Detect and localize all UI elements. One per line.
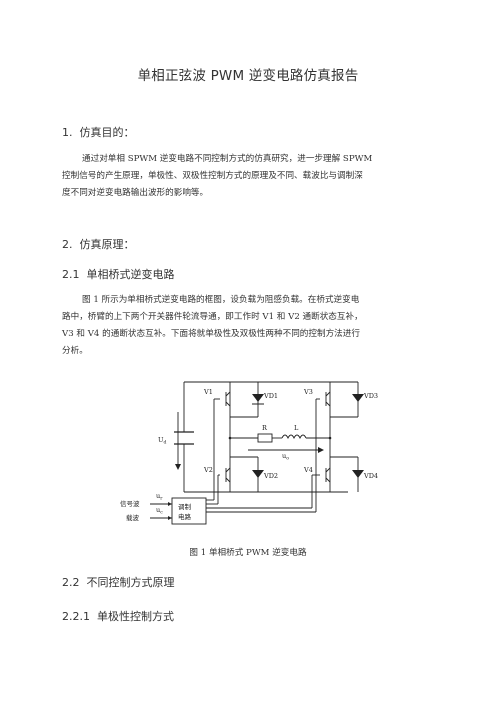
switch-v4 [325, 467, 331, 483]
label-ur: ur [156, 492, 163, 502]
label-uc: uc [156, 506, 163, 516]
circuit-diagram: V1 VD1 V3 VD3 V2 VD2 V4 VD4 R L uo Ud ur… [120, 381, 378, 525]
figure-caption: 图 1 单相桥式 PWM 逆变电路 [189, 548, 307, 558]
label-vd2: VD2 [263, 472, 278, 480]
section-2-1-heading: 2.1 单相桥式逆变电路 [62, 268, 175, 281]
label-v1: V1 [203, 388, 213, 396]
section-1-heading: 1. 仿真目的： [62, 126, 135, 139]
para-line: 图 1 所示为单相桥式逆变电路的框图，设负载为阻感负载。在桥式逆变电 [82, 295, 360, 305]
label-signal-wave: 信号波 [120, 499, 140, 508]
section-2-2-heading: 2.2 不同控制方式原理 [62, 576, 175, 589]
label-l: L [294, 424, 299, 432]
label-mod-line1: 调制 [178, 502, 192, 511]
switch-v1 [225, 391, 231, 407]
label-r: R [262, 424, 268, 432]
para-line: 控制信号的产生原理，单极性、双极性控制方式的原理及不同、载波比与调制深 [62, 171, 363, 181]
switch-v3 [325, 391, 331, 407]
label-v4: V4 [303, 466, 313, 474]
label-carrier-wave: 载波 [126, 513, 140, 522]
label-ud: Ud [158, 436, 166, 446]
page-title: 单相正弦波 PWM 逆变电路仿真报告 [137, 68, 359, 84]
para-line: 度不同对逆变电路输出波形的影响等。 [62, 188, 209, 198]
label-vd4: VD4 [363, 472, 378, 480]
para-line: V3 和 V4 的通断状态互补。下面将就单极性及双极性两种不同的控制方法进行 [62, 329, 360, 339]
section-1-paragraph: 通过对单相 SPWM 逆变电路不同控制方式的仿真研究，进一步理解 SPWM 控制… [62, 151, 434, 202]
section-2-heading: 2. 仿真原理： [62, 238, 135, 251]
switch-v2 [225, 467, 231, 483]
para-line: 通过对单相 SPWM 逆变电路不同控制方式的仿真研究，进一步理解 SPWM [82, 154, 373, 164]
para-line: 路中，桥臂的上下两个开关器件轮流导通，即工作时 V1 和 V2 通断状态互补， [62, 312, 363, 322]
para-line: 分析。 [62, 346, 88, 356]
label-vd3: VD3 [363, 392, 378, 400]
label-v2: V2 [203, 466, 213, 474]
section-2-2-1-heading: 2.2.1 单极性控制方式 [62, 610, 174, 623]
label-v3: V3 [303, 388, 313, 396]
label-mod-line2: 电路 [178, 512, 192, 521]
section-2-1-paragraph: 图 1 所示为单相桥式逆变电路的框图，设负载为阻感负载。在桥式逆变电 路中，桥臂… [62, 292, 434, 360]
label-uo: uo [282, 452, 289, 462]
label-vd1: VD1 [263, 392, 278, 400]
